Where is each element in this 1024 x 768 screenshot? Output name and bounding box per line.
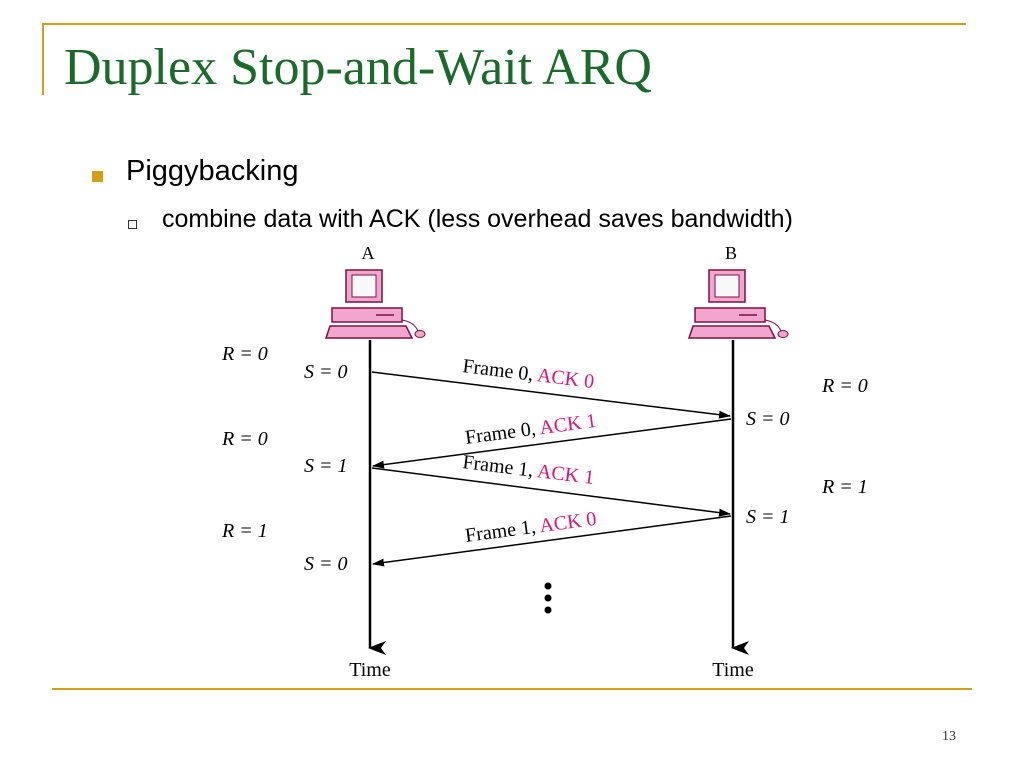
b-r-label-1: R = 0 [821, 375, 868, 397]
a-s-label-2: S = 1 [304, 455, 348, 477]
sub-bullet-text: combine data with ACK (less overhead sav… [162, 205, 793, 233]
b-s-label-2: S = 1 [746, 506, 790, 528]
frame-arrow-1 [371, 371, 731, 419]
a-r-label-2: R = 0 [221, 428, 268, 450]
computer-b-icon [687, 269, 789, 339]
sub-bullet-square-icon [128, 220, 137, 229]
frame-label-2: Frame 0, ACK 1 [464, 410, 598, 449]
frame-arrow-2 [372, 418, 732, 469]
bullet-square-icon [92, 171, 103, 182]
slide-title: Duplex Stop-and-Wait ARQ [64, 39, 652, 96]
left-rule [42, 23, 44, 95]
continuation-dots-icon [544, 582, 552, 614]
b-r-label-2: R = 1 [821, 476, 868, 498]
b-s-label-1: S = 0 [746, 408, 790, 430]
station-a-label: A [362, 243, 375, 263]
time-label-a: Time [349, 659, 391, 681]
computer-a-icon [324, 269, 426, 339]
a-r-label-1: R = 0 [221, 343, 268, 365]
bullet-piggybacking: Piggybacking [126, 155, 299, 187]
frame-label-1: Frame 0, ACK 0 [461, 355, 595, 393]
frame-label-3: Frame 1, ACK 1 [461, 451, 595, 489]
time-label-b: Time [712, 659, 754, 681]
station-b-label: B [725, 243, 737, 263]
a-r-label-3: R = 1 [221, 520, 268, 542]
bottom-rule [52, 688, 972, 690]
frame-label-4: Frame 1, ACK 0 [464, 508, 598, 547]
a-s-label-1: S = 0 [304, 361, 348, 383]
a-s-label-3: S = 0 [304, 553, 348, 575]
top-rule [42, 23, 966, 25]
frame-arrow-4 [372, 515, 732, 567]
page-number: 13 [942, 729, 956, 744]
frame-arrow-3 [371, 467, 731, 517]
